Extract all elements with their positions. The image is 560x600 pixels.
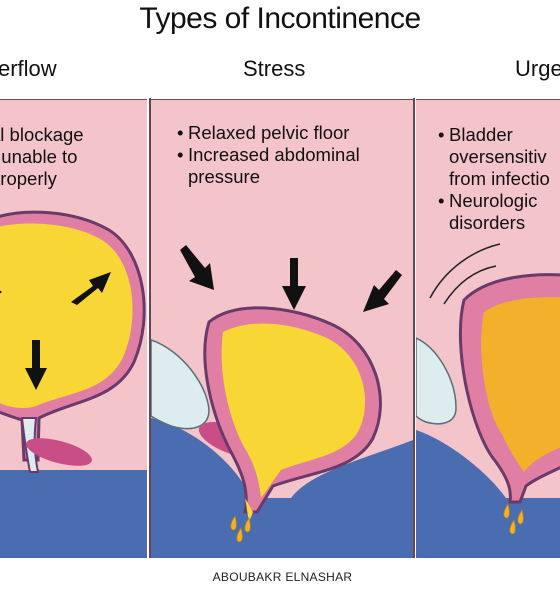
urge-bullet-1-cont-a: oversensitiv (449, 146, 547, 167)
urine-drop-icon (503, 503, 510, 519)
panel-stress: Relaxed pelvic floor Increased abdominal… (151, 99, 413, 558)
arrow-up-right (71, 272, 111, 305)
author-credit: ABOUBAKR ELNASHAR (212, 570, 353, 584)
sphincter-muscle (26, 438, 92, 466)
urine-drops (503, 503, 524, 535)
arrow-down (282, 258, 306, 310)
pubic-bone (151, 339, 210, 430)
arrow-down (25, 340, 47, 390)
pressure-arrows (180, 245, 402, 312)
urge-bullet-2: Neurologic (438, 190, 550, 212)
stress-bullet-2: Increased abdominal (177, 144, 360, 166)
overflow-illustration (0, 210, 147, 558)
arrow-down-left (363, 270, 402, 312)
overflow-bullet-1: al blockage (0, 124, 84, 145)
pubic-bone (416, 337, 457, 425)
column-heading-overflow: erflow (0, 56, 57, 81)
panel-divider (149, 98, 151, 558)
urge-illustration (416, 243, 560, 558)
urine-drop-icon (230, 515, 237, 531)
urge-bullet-1: Bladder (438, 124, 550, 146)
urine (481, 297, 560, 472)
arrow-left-partial (0, 290, 2, 294)
pressure-arrows (0, 272, 111, 390)
urge-bullets: Bladder oversensitiv from infectio Neuro… (438, 124, 550, 234)
overflow-bullets: al blockage r unable to properly (0, 124, 84, 190)
panel-overflow: al blockage r unable to properly (0, 99, 147, 558)
column-heading-stress: Stress (243, 56, 306, 81)
urine (221, 323, 366, 498)
pelvic-floor-region (151, 418, 413, 558)
urine-drops (230, 515, 251, 543)
overflow-bullet-2: r unable to (0, 146, 78, 167)
panel-divider (413, 98, 415, 558)
stress-bullet-1: Relaxed pelvic floor (177, 122, 360, 144)
pelvic-floor-region (416, 430, 560, 558)
figure-title: Types of Incontinence (139, 2, 421, 35)
urge-bullet-2-cont: disorders (449, 212, 526, 233)
stress-illustration (151, 245, 413, 558)
panel-urge: Bladder oversensitiv from infectio Neuro… (416, 99, 560, 558)
stress-bullets: Relaxed pelvic floor Increased abdominal… (177, 122, 360, 188)
urge-bullet-1-cont-b: from infectio (449, 168, 550, 189)
urine-drop-icon (244, 517, 251, 533)
column-heading-urge: Urge (515, 56, 560, 81)
sensation-lines (429, 243, 501, 305)
urine-drop-icon (509, 519, 516, 535)
urine-drop-icon (517, 509, 524, 525)
urine-drop-icon (236, 527, 243, 543)
stress-bullet-2-cont: pressure (188, 166, 260, 187)
overflow-bullet-3: properly (0, 168, 57, 189)
arrow-down-right (180, 245, 214, 290)
